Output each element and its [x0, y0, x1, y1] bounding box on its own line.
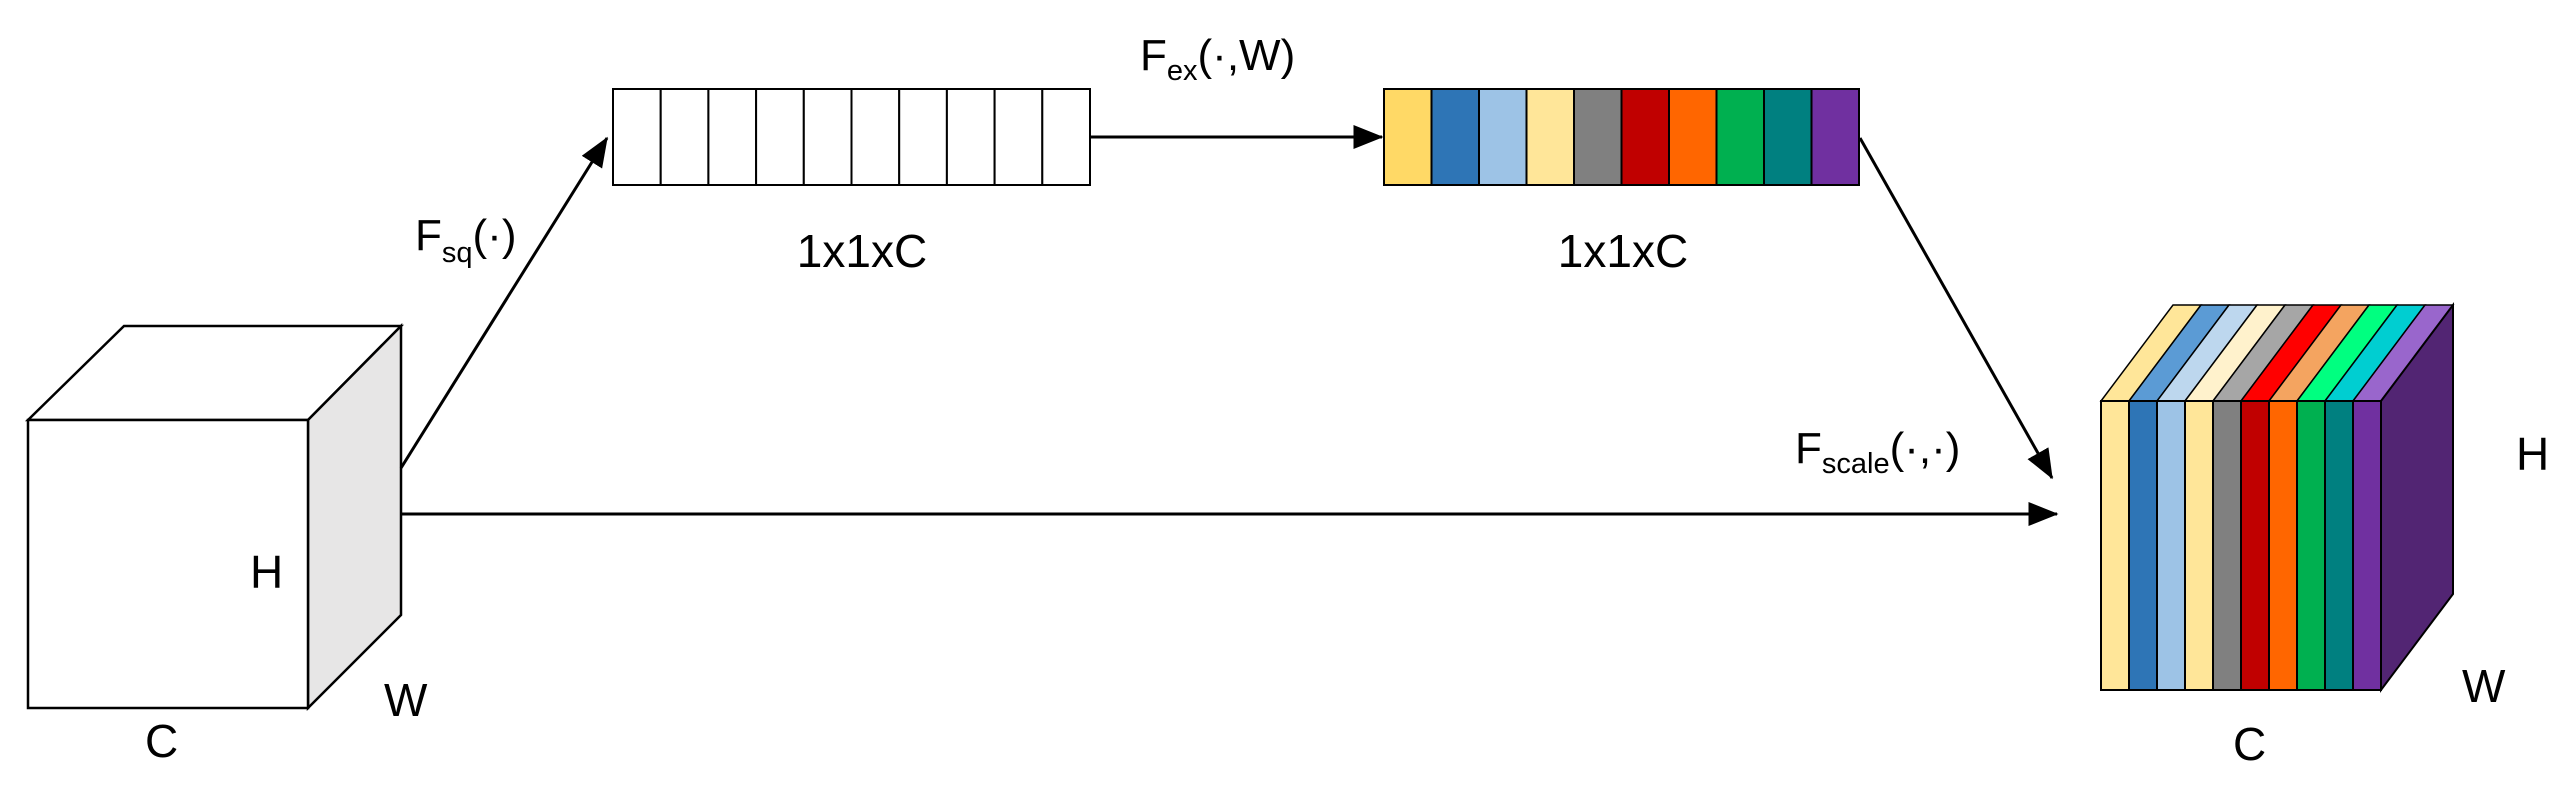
squeezed-vector-cell [755, 88, 805, 186]
scale-args: (·,·) [1890, 424, 1961, 473]
excited-vector-cell [1383, 88, 1433, 186]
output-tensor-front-slice [2268, 400, 2298, 691]
excited-vector [1383, 88, 1860, 186]
scale-subscript: scale [1822, 448, 1890, 480]
squeezed-vector-cell [993, 88, 1044, 186]
output-tensor-front-slice [2296, 400, 2326, 691]
input-tensor-c-label: C [145, 715, 178, 767]
squeezed-vector-cell [945, 88, 996, 186]
squeeze-subscript: sq [442, 237, 473, 269]
squeezed-vector-label: 1x1xC [797, 225, 927, 277]
scale-fn: F [1795, 424, 1822, 473]
output-tensor-side-face [2380, 302, 2454, 693]
input-tensor-h-label: H [250, 546, 283, 598]
squeeze-arrow [399, 136, 609, 469]
excited-vector-cell [1715, 88, 1765, 186]
output-tensor-w-label: W [2462, 660, 2506, 712]
squeezed-vector-cell [1041, 88, 1092, 186]
excited-vector-cell [1668, 88, 1718, 186]
excited-vector-cell [1763, 88, 1813, 186]
scale-function-label: Fscale(·,·) [1795, 424, 1960, 480]
excited-vector-cell [1430, 88, 1480, 186]
excitation-function-label: Fex(·,W) [1140, 31, 1295, 87]
squeeze-args: (·) [473, 211, 517, 260]
excited-vector-cell [1810, 88, 1860, 186]
output-tensor-front-slice [2240, 400, 2270, 691]
excited-vector-cell [1573, 88, 1623, 186]
output-tensor-h-label: H [2516, 428, 2549, 480]
excited-to-output-arrow [1858, 137, 2054, 480]
output-tensor-front-slice [2156, 400, 2186, 691]
excited-vector-cell [1478, 88, 1528, 186]
output-tensor-front-slice [2352, 400, 2382, 691]
squeezed-vector-cell [850, 88, 901, 186]
input-tensor-front-face [26, 418, 310, 710]
output-tensor-front-slice [2128, 400, 2158, 691]
output-tensor-front-slice [2324, 400, 2354, 691]
squeeze-fn: F [415, 211, 442, 260]
excitation-subscript: ex [1167, 55, 1198, 87]
excited-vector-label: 1x1xC [1558, 225, 1688, 277]
squeezed-vector-cell [898, 88, 948, 186]
excitation-args: (·,W) [1198, 31, 1296, 80]
excited-vector-cell [1525, 88, 1575, 186]
excited-vector-cell [1620, 88, 1670, 186]
squeeze-function-label: Fsq(·) [415, 211, 517, 269]
output-tensor-front-slice [2212, 400, 2242, 691]
output-tensor [2099, 302, 2455, 693]
excitation-fn: F [1140, 31, 1167, 80]
squeezed-vector [612, 88, 1092, 186]
input-tensor-w-label: W [384, 674, 428, 726]
input-tensor: H W C [24, 322, 428, 767]
output-tensor-front-slice [2100, 400, 2130, 691]
squeezed-vector-cell [612, 88, 662, 186]
output-tensor-c-label: C [2233, 718, 2266, 770]
squeezed-vector-cell [707, 88, 758, 186]
squeezed-vector-cell [802, 88, 853, 186]
output-tensor-front-slice [2184, 400, 2214, 691]
squeezed-vector-cell [659, 88, 710, 186]
